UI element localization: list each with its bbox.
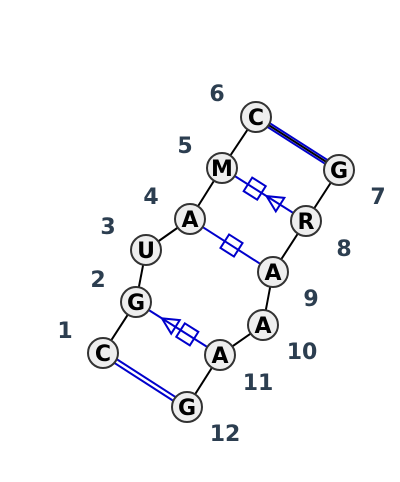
backbone-link-6-7 (255, 116, 340, 171)
nucleotide-circle (240, 101, 272, 133)
nucleotide-letter: C (95, 342, 111, 367)
nucleotide-index-label: 10 (287, 340, 318, 365)
nucleotide-circle (174, 203, 206, 235)
nucleotide-circle (290, 205, 322, 237)
nucleotide-index-label: 8 (336, 237, 351, 262)
nucleotide-letter: A (264, 261, 281, 286)
nucleotide-index-label: 2 (90, 268, 105, 293)
base-pair-5-8 (234, 175, 294, 214)
nucleotide-letter: A (254, 314, 271, 339)
nucleotide-circle (257, 256, 289, 288)
nucleotide-letter: G (178, 396, 196, 421)
nucleotide-letter: A (211, 344, 228, 369)
nucleotide-letter: R (298, 210, 315, 235)
nucleotide-letter: G (330, 159, 348, 184)
nucleotide-12: G (171, 391, 203, 423)
pair-line (234, 175, 294, 214)
square-marker (174, 321, 200, 347)
nucleotide-letter: U (137, 239, 155, 264)
square-marker (242, 176, 268, 202)
nucleotide-10: A (247, 309, 279, 341)
nucleotide-8: R (290, 205, 322, 237)
pair-line (266, 126, 326, 165)
nucleotide-circle (323, 154, 355, 186)
nucleotide-layer: C G U A M C G R A A A G (87, 101, 355, 423)
nucleotide-index-label: 1 (57, 319, 72, 344)
nucleotide-5: M (206, 152, 238, 184)
nucleotide-index-label: 3 (100, 215, 115, 240)
nucleotide-index-label: 7 (370, 185, 385, 210)
nucleotide-index-label: 6 (209, 82, 224, 107)
nucleotide-circle (247, 309, 279, 341)
nucleotide-11: A (204, 339, 236, 371)
pair-line (202, 226, 261, 265)
nucleotide-letter: A (181, 208, 198, 233)
nucleotide-letter: G (127, 291, 145, 316)
nucleotide-letter: M (211, 157, 233, 182)
base-pair-4-9 (202, 226, 261, 265)
nucleotide-index-label: 5 (177, 134, 192, 159)
nucleotide-circle (206, 152, 238, 184)
nucleotide-1: C (87, 337, 119, 369)
nucleotide-circle (130, 234, 162, 266)
nucleotide-index-label: 9 (303, 287, 318, 312)
nucleotide-7: G (323, 154, 355, 186)
pair-line (113, 362, 174, 402)
nucleotide-6: C (240, 101, 272, 133)
base-pair-1-12 (113, 358, 177, 402)
base-pair-layer (113, 122, 329, 402)
nucleotide-letter: C (248, 106, 264, 131)
nucleotide-circle (120, 286, 152, 318)
base-pair-2-11 (148, 309, 208, 348)
nucleotide-index-label: 4 (143, 185, 158, 210)
nucleotide-2: G (120, 286, 152, 318)
nucleotide-circle (87, 337, 119, 369)
pair-line (116, 358, 177, 398)
nucleotide-3: U (130, 234, 162, 266)
pair-line (269, 122, 329, 161)
nucleotide-circle (171, 391, 203, 423)
nucleotide-9: A (257, 256, 289, 288)
triangle-marker (160, 317, 182, 336)
nucleotide-index-label: 11 (243, 371, 274, 396)
square-marker (219, 233, 244, 258)
pair-line (148, 309, 208, 348)
triangle-marker (264, 194, 287, 214)
nucleotide-index-label: 12 (210, 422, 241, 447)
base-pair-6-7 (266, 122, 329, 165)
nucleotide-circle (204, 339, 236, 371)
nucleotide-4: A (174, 203, 206, 235)
